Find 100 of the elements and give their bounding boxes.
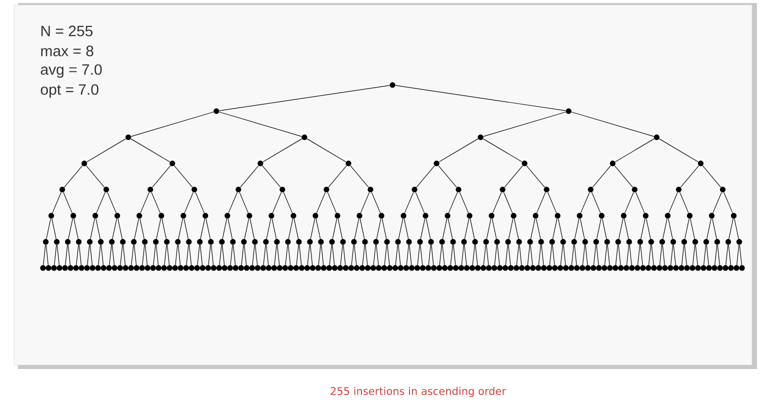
tree-edge xyxy=(86,138,126,162)
tree-node xyxy=(624,265,630,271)
tree-node xyxy=(342,265,349,271)
tree-edge xyxy=(96,192,106,214)
tree-edge xyxy=(604,244,608,266)
tree-node xyxy=(400,212,406,218)
tree-edge xyxy=(585,244,588,266)
tree-edge xyxy=(453,244,456,266)
tree-node xyxy=(280,186,286,192)
tree-edge xyxy=(222,244,225,266)
tree-node xyxy=(670,239,676,245)
tree-node xyxy=(678,265,684,271)
tree-node xyxy=(686,212,692,218)
tree-node xyxy=(634,265,640,271)
tree-node xyxy=(290,212,296,218)
tree-edge xyxy=(96,218,100,240)
tree-edge xyxy=(244,218,250,240)
tree-edge xyxy=(536,192,546,214)
tree-edge xyxy=(541,244,544,266)
tree-node xyxy=(475,265,481,271)
tree-edge xyxy=(636,192,645,214)
tree-edge xyxy=(450,244,454,266)
caption: 255 insertions in ascending order xyxy=(330,386,506,398)
tree-node xyxy=(274,239,280,245)
tree-node xyxy=(282,265,288,271)
tree-edge xyxy=(618,244,621,266)
tree-node xyxy=(590,265,596,271)
tree-node xyxy=(552,265,558,271)
tree-edge xyxy=(646,218,651,240)
tree-node xyxy=(92,212,98,218)
tree-edge xyxy=(360,192,370,214)
tree-edge xyxy=(519,244,522,266)
tree-edge xyxy=(658,138,698,162)
tree-node xyxy=(450,239,456,245)
tree-node xyxy=(87,239,93,245)
tree-edge xyxy=(90,218,95,240)
tree-node xyxy=(626,239,632,245)
tree-edge xyxy=(162,218,167,240)
tree-edge xyxy=(338,218,343,240)
tree-edge xyxy=(734,218,739,240)
tree-node xyxy=(346,160,352,166)
tree-node xyxy=(56,265,62,271)
tree-node xyxy=(131,239,137,245)
stat-label: N = 255 xyxy=(41,26,93,36)
tree-node xyxy=(296,239,302,245)
tree-node xyxy=(646,265,652,271)
tree-node xyxy=(241,239,247,245)
tree-node xyxy=(73,265,79,271)
tree-node xyxy=(532,212,538,218)
tree-edge xyxy=(210,244,214,266)
tree-node xyxy=(222,265,228,271)
tree-node xyxy=(604,239,610,245)
tree-edge xyxy=(494,244,498,266)
tree-edge xyxy=(200,244,203,266)
tree-edge xyxy=(64,165,83,188)
tree-node xyxy=(448,265,454,271)
tree-node xyxy=(356,212,362,218)
tree-edge xyxy=(574,218,580,240)
tree-edge xyxy=(206,218,211,240)
tree-node xyxy=(175,239,181,245)
tree-edge xyxy=(681,244,684,266)
tree-node xyxy=(712,265,718,271)
tree-node xyxy=(585,265,591,271)
tree-node xyxy=(260,265,266,271)
tree-edge xyxy=(288,244,291,266)
tree-edge xyxy=(420,244,423,266)
tree-node xyxy=(164,239,170,245)
tree-edge xyxy=(52,218,56,240)
tree-edge xyxy=(580,192,590,214)
tree-node xyxy=(516,239,522,245)
tree-edge xyxy=(131,244,134,266)
tree-edge xyxy=(86,165,105,188)
tree-node xyxy=(378,212,384,218)
tree-edge xyxy=(470,218,475,240)
tree-edge xyxy=(406,244,409,266)
tree-edge xyxy=(640,244,643,266)
tree-edge xyxy=(404,218,409,240)
tree-node xyxy=(205,265,211,271)
tree-edge xyxy=(728,244,731,266)
tree-edge xyxy=(668,192,678,214)
tree-edge xyxy=(354,218,360,240)
tree-node xyxy=(120,239,126,245)
tree-edge xyxy=(178,218,184,240)
tree-node xyxy=(576,212,582,218)
tree-node xyxy=(362,239,368,245)
tree-edge xyxy=(439,244,442,266)
tree-edge xyxy=(492,192,502,214)
tree-edge xyxy=(340,244,343,266)
tree-node xyxy=(100,265,106,271)
tree-node xyxy=(668,265,674,271)
tree-node xyxy=(466,212,472,218)
tree-node xyxy=(492,265,498,271)
tree-node xyxy=(453,265,459,271)
tree-node xyxy=(40,265,46,271)
tree-node xyxy=(266,265,272,271)
tree-node xyxy=(334,212,340,218)
tree-edge xyxy=(395,85,566,111)
tree-node xyxy=(258,160,264,166)
tree-edge xyxy=(571,244,574,266)
tree-edge xyxy=(547,192,557,214)
